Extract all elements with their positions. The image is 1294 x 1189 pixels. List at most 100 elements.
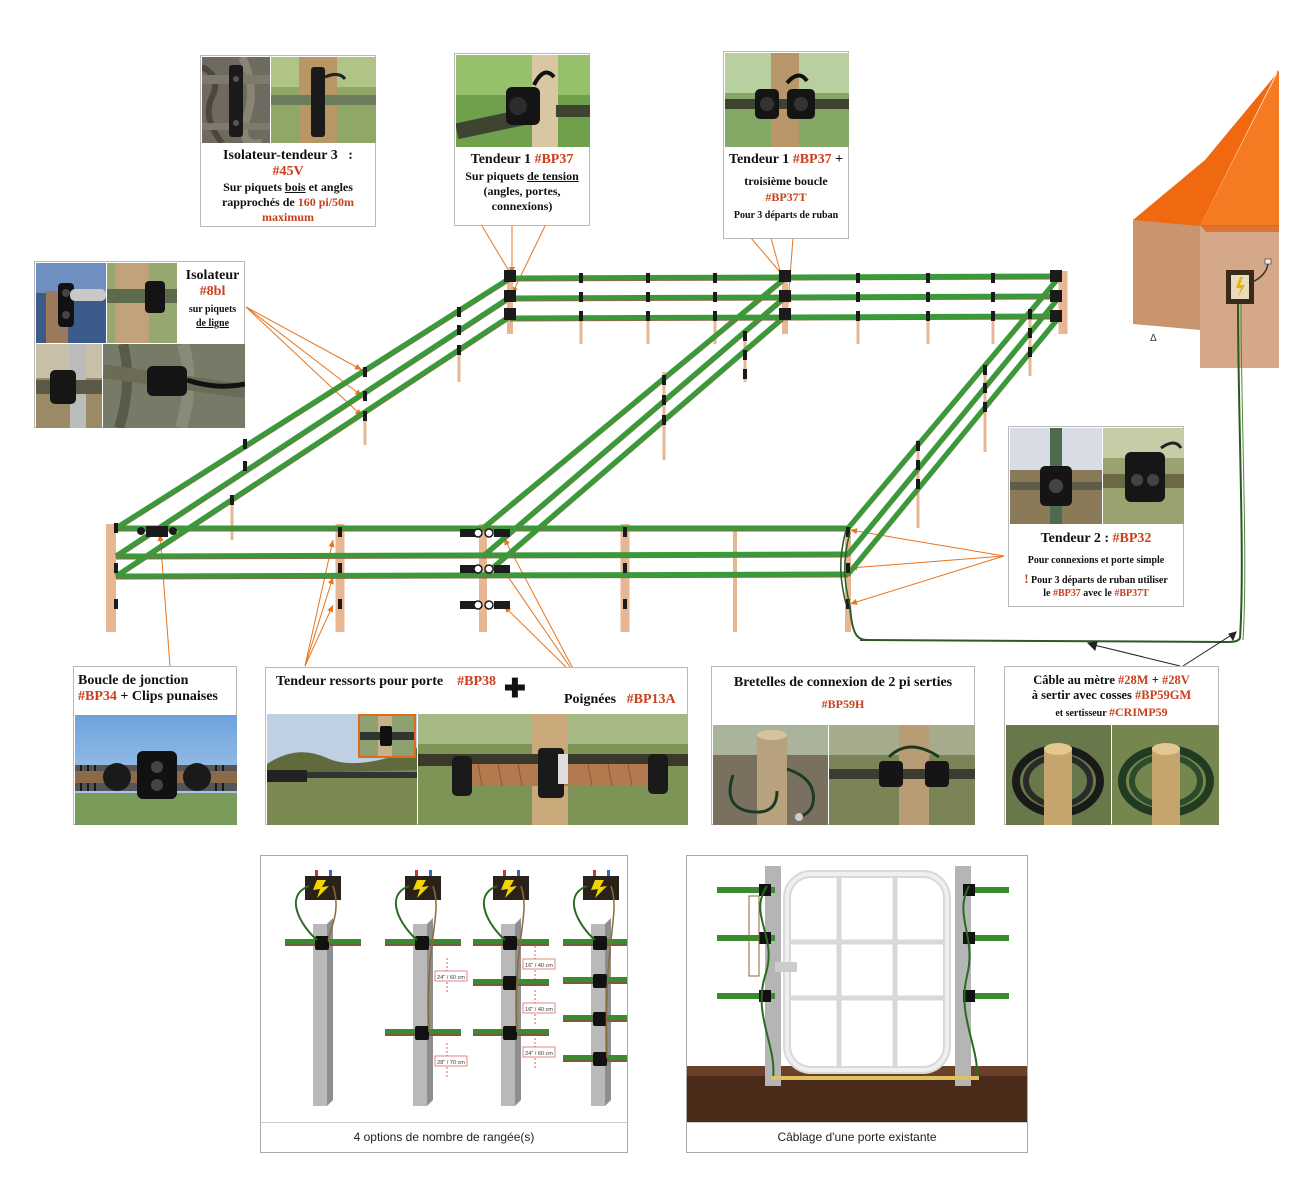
- gate-handle: [494, 529, 510, 537]
- photo-boucle-jonction: [75, 715, 237, 825]
- ressort-t2: Poignées: [564, 692, 617, 707]
- isotend3-l2b: 160 pi/50m: [297, 195, 355, 209]
- fence-post: [845, 528, 851, 632]
- fence-clip: [338, 599, 342, 609]
- cable-plus: +: [1148, 673, 1162, 687]
- junction-clip: [137, 527, 145, 535]
- fence-clip: [743, 350, 747, 360]
- gate-tensioner-right: [963, 990, 975, 1002]
- fence-clip: [991, 273, 995, 283]
- measure-box: [522, 958, 556, 970]
- fence-clip: [623, 563, 627, 573]
- gate-tape-left: [717, 935, 775, 941]
- gate-tape-left: [717, 887, 775, 893]
- diagram-wire: [394, 885, 418, 941]
- card-boucle-jonction: Boucle de jonction #BP34 + Clips punaise…: [73, 666, 237, 825]
- photo-bretelles-loop: [713, 725, 828, 825]
- callout-arrow: [354, 364, 362, 370]
- diagram-tensioner: [593, 974, 607, 988]
- fence-tensioner: [1050, 270, 1062, 282]
- lightning-icon: [413, 880, 429, 898]
- cable-c2: #28V: [1161, 673, 1190, 687]
- diagram-gate-wiring: Câblage d'une porte existante: [686, 855, 1028, 1153]
- tend1t-code2: #BP37T: [765, 190, 807, 204]
- isotend3-colon: :: [348, 148, 353, 163]
- photo-tendeur-1-triple: [725, 53, 849, 147]
- diagram-post-side: [427, 918, 433, 1106]
- callout-arrow: [850, 599, 858, 605]
- cable-feed: [849, 605, 871, 641]
- fence-clip: [338, 527, 342, 537]
- card-tendeur-1-troisieme-boucle: Tendeur 1 #BP37 + troisième boucle #BP37…: [723, 51, 849, 239]
- callout-arrow: [157, 534, 164, 542]
- gate-tape-right: [963, 887, 1009, 893]
- fence-clip: [338, 563, 342, 573]
- connection-jumper: [843, 531, 851, 607]
- tend2-l1: Pour connexions et porte simple: [1027, 555, 1165, 566]
- fence-post: [782, 276, 788, 334]
- diagram-tensioner: [315, 936, 329, 950]
- measure-label: 24" / 60 cm: [437, 975, 465, 981]
- isotend3-l3: maximum: [262, 210, 314, 224]
- tend2-warn: !: [1024, 571, 1029, 586]
- callout-line: [245, 306, 363, 371]
- boucle-rest: + Clips punaises: [116, 689, 218, 704]
- tend1t-plus: +: [835, 152, 844, 167]
- diagram-wire: [294, 885, 318, 941]
- tend1-l3: connexions): [491, 199, 553, 213]
- ressort-code2: #BP13A: [626, 692, 676, 707]
- fence-clip: [991, 292, 995, 302]
- photo-tendeur-2-field: [1010, 428, 1102, 524]
- iso-code: #8bl: [199, 284, 226, 299]
- fence-clip: [243, 461, 247, 471]
- diagram-tensioner: [415, 936, 429, 950]
- fence-tensioner: [504, 308, 516, 320]
- gate-spring: [473, 600, 483, 610]
- fence-clip: [743, 331, 747, 341]
- ressort-plus: ✚: [504, 674, 526, 703]
- fence-clip: [457, 345, 461, 355]
- card-isolateur: Isolateur #8bl sur piquets de ligne: [34, 261, 245, 428]
- fence-clip: [856, 311, 860, 321]
- fence-post: [230, 498, 234, 540]
- lightning-icon: [501, 880, 517, 898]
- fence-tensioner: [779, 290, 791, 302]
- diagram-post: [313, 924, 327, 1106]
- gate-frame-highlight: [785, 872, 949, 1072]
- diagram-tensioner: [415, 1026, 429, 1040]
- iso-l2: de ligne: [195, 318, 230, 329]
- tend2-title: Tendeur 2: [1040, 531, 1101, 546]
- fence-tape: [115, 551, 849, 559]
- card-cable: Câble au mètre #28M + #28V à sertir avec…: [1004, 666, 1219, 825]
- fence-tensioner: [1050, 290, 1062, 302]
- photo-tendeur-1: [456, 55, 590, 147]
- iso-l1: sur piquets: [188, 304, 237, 315]
- callout-line: [511, 225, 546, 295]
- gate-wiring-caption: Câblage d'une porte existante: [777, 1130, 937, 1144]
- diagram-wire: [327, 885, 337, 943]
- isotend3-l1a: Sur piquets: [223, 180, 285, 194]
- cable-c3: #BP59GM: [1134, 688, 1192, 702]
- gate-frame: [783, 870, 951, 1074]
- cable-l1a: Câble au mètre: [1033, 673, 1119, 687]
- photo-cable-black: [1006, 725, 1111, 825]
- card-tendeur-ressorts: Tendeur ressorts pour porte #BP38 ✚ Poig…: [265, 667, 688, 825]
- fence-tape: [114, 294, 512, 559]
- fence-tape: [481, 314, 787, 578]
- diagram-post-side: [515, 918, 521, 1106]
- diagram-tensioner: [503, 1026, 517, 1040]
- bretelles-code: #BP59H: [821, 697, 865, 711]
- ressort-title: Tendeur ressorts pour porte: [276, 674, 444, 689]
- tend1-code: #BP37: [534, 152, 574, 167]
- fence-clip: [846, 599, 850, 609]
- fence-tape: [115, 571, 849, 579]
- gate-handle: [460, 565, 476, 573]
- boucle-title: Boucle de jonction: [78, 673, 189, 688]
- photo-isolateur-blue: [36, 263, 106, 343]
- gate-spring: [484, 564, 494, 574]
- fence-clip: [114, 523, 118, 533]
- gate-spring: [484, 528, 494, 538]
- fence-clip: [983, 365, 987, 375]
- fence-post: [507, 276, 513, 334]
